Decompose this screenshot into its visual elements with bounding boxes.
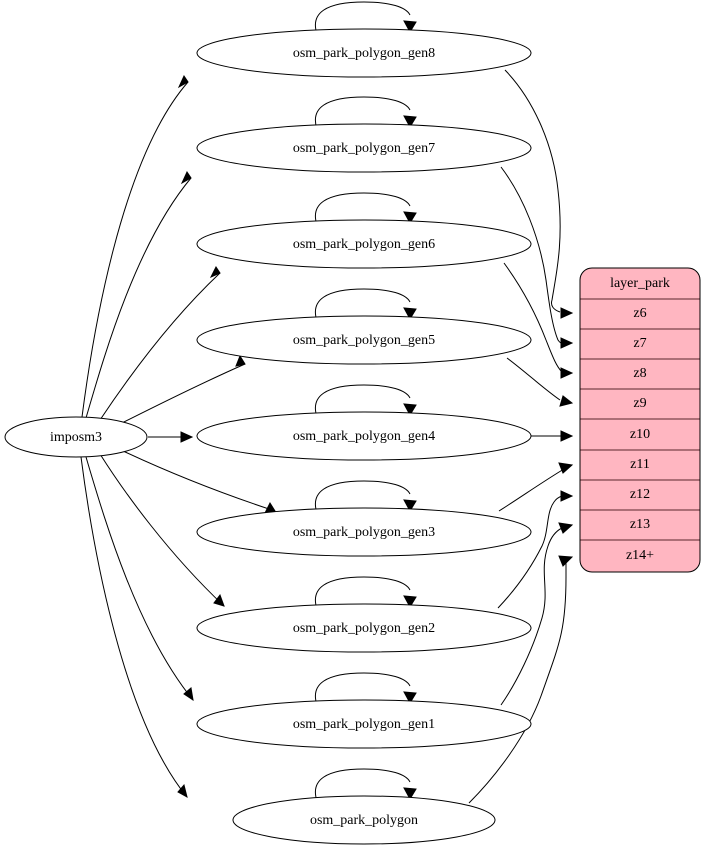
edge-imposm3-to-gen6 bbox=[99, 266, 221, 421]
self-loop-gen5 bbox=[315, 288, 417, 322]
node-imposm3[interactable]: imposm3 bbox=[4, 416, 148, 458]
edge-gen1-to-z13 bbox=[500, 522, 574, 706]
osm-park-polygon-gen3-label: osm_park_polygon_gen3 bbox=[293, 525, 435, 540]
self-loop-osm-park-polygon bbox=[315, 768, 417, 802]
layer-park-row-z9-label: z9 bbox=[633, 396, 646, 411]
edge-imposm3-to-gen8 bbox=[81, 74, 189, 418]
edge-imposm3-to-gen1 bbox=[85, 456, 194, 702]
osm-park-polygon-ellipse[interactable] bbox=[232, 795, 496, 845]
edge-gen4-to-z10 bbox=[531, 430, 574, 442]
edge-gen6-to-z8 bbox=[503, 262, 574, 379]
self-loop-gen1 bbox=[315, 672, 417, 706]
self-loop-gen4 bbox=[315, 384, 417, 418]
node-osm-park-polygon-gen6[interactable]: osm_park_polygon_gen6 bbox=[196, 219, 532, 269]
node-osm-park-polygon-gen4[interactable]: osm_park_polygon_gen4 bbox=[196, 411, 532, 461]
edge-imposm3-to-gen7 bbox=[85, 170, 192, 419]
self-loop-gen3 bbox=[315, 480, 417, 514]
node-osm-park-polygon-gen1[interactable]: osm_park_polygon_gen1 bbox=[196, 699, 532, 749]
self-loop-edges bbox=[315, 1, 417, 802]
node-osm-park-polygon[interactable]: osm_park_polygon bbox=[232, 795, 496, 845]
osm-park-polygon-gen1-ellipse[interactable] bbox=[196, 699, 532, 749]
layer-park-row-z6-label: z6 bbox=[633, 306, 646, 321]
edge-gen8-to-z6 bbox=[504, 69, 574, 319]
node-osm-park-polygon-gen2[interactable]: osm_park_polygon_gen2 bbox=[196, 603, 532, 653]
nodes-polygon-tables: osm_park_polygon_gen8 osm_park_polygon_g… bbox=[196, 28, 532, 845]
self-loop-gen6 bbox=[315, 192, 417, 226]
layer-park-border bbox=[579, 267, 701, 573]
osm-park-polygon-gen8-ellipse[interactable] bbox=[196, 28, 532, 78]
imposm3-label: imposm3 bbox=[50, 430, 102, 445]
layer-park-row-z11-label: z11 bbox=[630, 457, 650, 472]
layer-park-cells bbox=[580, 268, 700, 572]
layer-park-row-z9-cell[interactable] bbox=[580, 388, 700, 420]
edge-imposm3-to-gen4 bbox=[148, 431, 194, 443]
osm-park-polygon-gen6-label: osm_park_polygon_gen6 bbox=[293, 237, 435, 252]
edge-imposm3-to-gen5 bbox=[119, 354, 246, 425]
osm-park-polygon-gen5-label: osm_park_polygon_gen5 bbox=[293, 333, 435, 348]
osm-park-polygon-gen6-ellipse[interactable] bbox=[196, 219, 532, 269]
osm-park-polygon-gen7-label: osm_park_polygon_gen7 bbox=[293, 141, 435, 156]
edge-gen7-to-z7 bbox=[500, 166, 574, 349]
layer-park-row-z7-label: z7 bbox=[633, 336, 646, 351]
layer-park-row-z10-cell[interactable] bbox=[580, 418, 700, 451]
node-osm-park-polygon-gen8[interactable]: osm_park_polygon_gen8 bbox=[196, 28, 532, 78]
osm-park-polygon-gen8-label: osm_park_polygon_gen8 bbox=[293, 46, 435, 61]
osm-park-polygon-gen4-ellipse[interactable] bbox=[196, 411, 532, 461]
node-osm-park-polygon-gen3[interactable]: osm_park_polygon_gen3 bbox=[196, 507, 532, 557]
layer-park-row-z14-cell[interactable] bbox=[580, 539, 700, 572]
edges-to-layer-park bbox=[468, 69, 574, 804]
imposm3-ellipse[interactable] bbox=[4, 416, 148, 458]
edge-gen3-to-z11 bbox=[498, 462, 574, 512]
layer-park-header-label: layer_park bbox=[610, 276, 670, 291]
osm-park-polygon-gen2-label: osm_park_polygon_gen2 bbox=[293, 621, 435, 636]
edges-from-imposm3 bbox=[80, 74, 276, 798]
node-osm-park-polygon-gen7[interactable]: osm_park_polygon_gen7 bbox=[196, 123, 532, 173]
layer-park-row-z13-label: z13 bbox=[630, 517, 650, 532]
osm-park-polygon-gen2-ellipse[interactable] bbox=[196, 603, 532, 653]
layer-park-row-z10-label: z10 bbox=[630, 427, 650, 442]
edge-gen5-to-z9 bbox=[506, 357, 574, 407]
self-loop-gen8 bbox=[315, 1, 417, 35]
osm-park-polygon-gen4-label: osm_park_polygon_gen4 bbox=[293, 429, 435, 444]
edge-osm-park-polygon-to-z14 bbox=[468, 555, 574, 804]
osm-park-polygon-gen7-ellipse[interactable] bbox=[196, 123, 532, 173]
edge-imposm3-to-osm-park-polygon bbox=[80, 456, 188, 798]
layer-park-row-z8-cell[interactable] bbox=[580, 358, 700, 390]
layer-park-row-z13-cell[interactable] bbox=[580, 509, 700, 541]
node-layer-park-table[interactable]: layer_park z6 z7 z8 z9 z10 z11 z12 z13 z… bbox=[579, 267, 701, 573]
layer-park-row-z6-cell[interactable] bbox=[580, 298, 700, 330]
edge-imposm3-to-gen3 bbox=[120, 449, 276, 514]
osm-park-polygon-gen3-ellipse[interactable] bbox=[196, 507, 532, 557]
edge-gen2-to-z12 bbox=[497, 490, 574, 609]
layer-park-row-z12-label: z12 bbox=[630, 487, 650, 502]
layer-park-row-z8-label: z8 bbox=[633, 366, 646, 381]
edge-imposm3-to-gen2 bbox=[99, 453, 225, 607]
self-loop-gen2 bbox=[315, 576, 417, 610]
layer-park-row-z14-label: z14+ bbox=[626, 548, 654, 563]
osm-park-polygon-gen1-label: osm_park_polygon_gen1 bbox=[293, 717, 435, 732]
osm-park-polygon-label: osm_park_polygon bbox=[310, 813, 418, 828]
self-loop-gen7 bbox=[315, 96, 417, 130]
node-osm-park-polygon-gen5[interactable]: osm_park_polygon_gen5 bbox=[196, 315, 532, 365]
osm-park-polygon-gen5-ellipse[interactable] bbox=[196, 315, 532, 365]
